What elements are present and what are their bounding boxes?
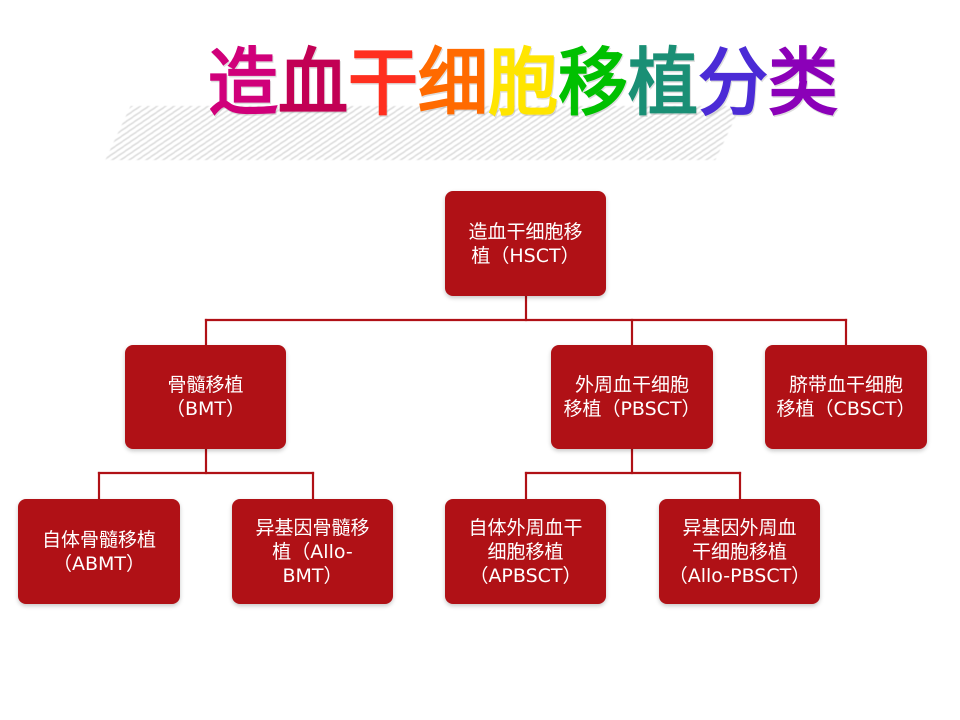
node-abmt: 自体骨髓移植 （ABMT） — [18, 499, 180, 604]
title-char: 血 — [278, 39, 348, 127]
title-char: 造 — [208, 39, 278, 127]
node-abmt-label: 自体骨髓移植 （ABMT） — [41, 528, 156, 575]
node-bmt: 骨髓移植 （BMT） — [125, 345, 286, 449]
title-char: 细 — [418, 39, 488, 127]
node-cbsct: 脐带血干细胞 移植（CBSCT） — [765, 345, 927, 449]
title-char: 类 — [768, 39, 838, 127]
title-char: 植 — [628, 39, 698, 127]
title-char: 干 — [348, 39, 418, 127]
node-apbsct: 自体外周血干 细胞移植 （APBSCT） — [445, 499, 606, 604]
node-hsct-label: 造血干细胞移 植（HSCT） — [468, 220, 583, 267]
node-allobmt-label: 异基因骨髓移 植（Allo- BMT） — [255, 516, 370, 587]
node-allobmt: 异基因骨髓移 植（Allo- BMT） — [232, 499, 393, 604]
slide-title-group: 造血干细胞移植分类 — [105, 42, 838, 162]
node-pbsct: 外周血干细胞 移植（PBSCT） — [551, 345, 713, 449]
title-char: 分 — [698, 39, 768, 127]
node-cbsct-label: 脐带血干细胞 移植（CBSCT） — [776, 374, 916, 420]
node-bmt-label: 骨髓移植 （BMT） — [165, 374, 246, 420]
node-hsct: 造血干细胞移 植（HSCT） — [445, 191, 606, 296]
node-allopbsct-label: 异基因外周血 干细胞移植 （Allo-PBSCT） — [668, 516, 811, 587]
slide-title: 造血干细胞移植分类 — [208, 39, 838, 127]
node-allopbsct: 异基因外周血 干细胞移植 （Allo-PBSCT） — [659, 499, 820, 604]
title-char: 胞 — [488, 39, 558, 127]
node-pbsct-label: 外周血干细胞 移植（PBSCT） — [563, 374, 701, 420]
title-char: 移 — [558, 39, 628, 127]
node-apbsct-label: 自体外周血干 细胞移植 （APBSCT） — [468, 516, 583, 587]
